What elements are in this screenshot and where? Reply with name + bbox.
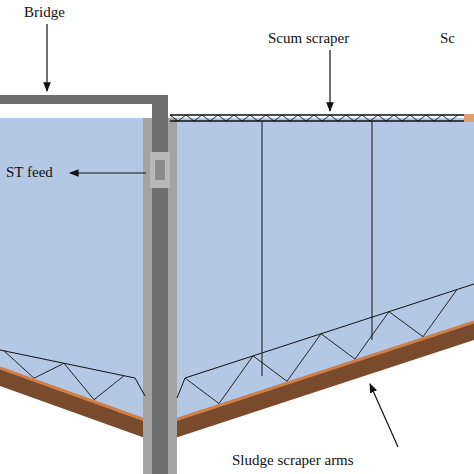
part-label: Scum scraper (268, 30, 349, 47)
sludge-arm (185, 284, 474, 378)
scum-scraper (170, 114, 464, 116)
leader-arrow (46, 24, 47, 91)
leader-arrow (70, 172, 146, 173)
leader-arrow (370, 384, 398, 447)
truss-lattice (4, 115, 458, 404)
part-label: ST feed (6, 164, 53, 181)
part-label: Bridge (24, 4, 65, 21)
sludge-arm (177, 378, 185, 398)
tank-water (0, 118, 474, 420)
truss-lattice (185, 290, 457, 404)
scum-scraper (170, 120, 464, 122)
feed-port (155, 160, 165, 180)
scum-baffle (464, 114, 474, 122)
truss-lattice (170, 115, 458, 121)
truss-lattice (4, 351, 124, 400)
part-label: Sludge scraper arms (232, 452, 354, 469)
feed-well (150, 152, 170, 188)
sludge-arm (0, 350, 135, 378)
leader-arrow (329, 50, 330, 111)
part-label: Sc (440, 30, 455, 47)
scraper-rod (372, 121, 373, 340)
tank-floor (0, 368, 145, 438)
bridge (0, 95, 168, 104)
tank-floor (175, 322, 474, 438)
sludge-arm (135, 378, 145, 396)
scraper-rod (262, 121, 263, 376)
